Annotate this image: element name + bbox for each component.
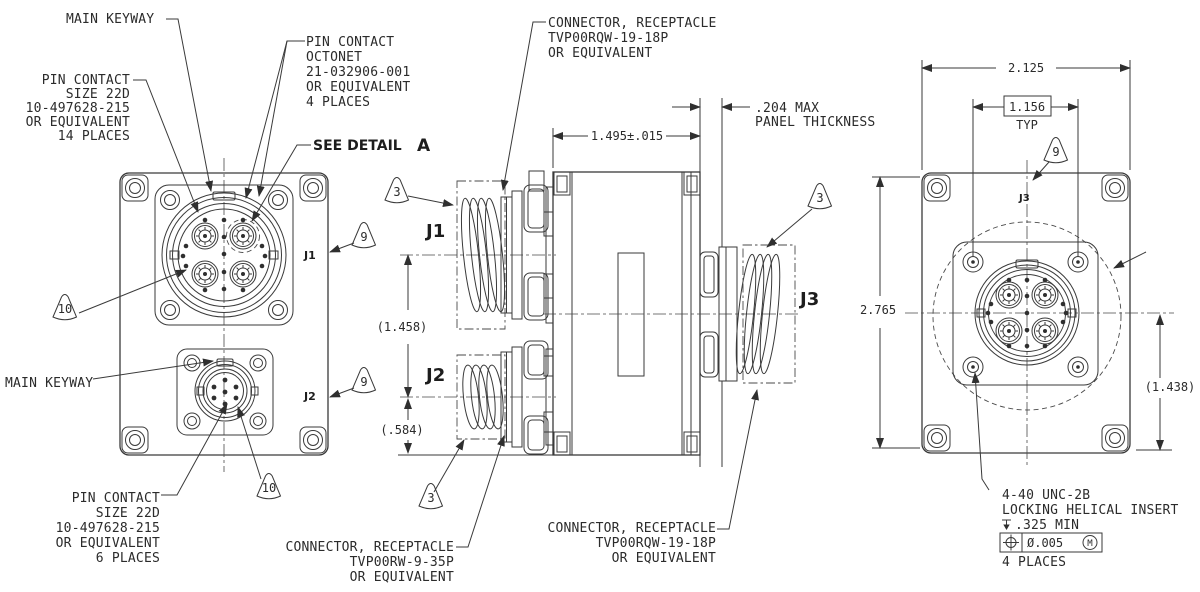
- svg-text:.325 MIN: .325 MIN: [1015, 518, 1079, 533]
- svg-text:4-40 UNC-2B: 4-40 UNC-2B: [1002, 488, 1090, 503]
- note-connector-bottom-left: CONNECTOR, RECEPTACLE TVP00RW-9-35P OR E…: [285, 540, 454, 585]
- dim-body-width: 1.495±.015: [591, 129, 663, 143]
- pin-contacts-14: [180, 217, 268, 293]
- svg-text:OR EQUIVALENT: OR EQUIVALENT: [26, 115, 130, 130]
- svg-text:3: 3: [393, 185, 400, 199]
- note-see-detail: SEE DETAIL: [313, 138, 402, 154]
- side-view: J1 J2 J3: [400, 98, 819, 467]
- basic-dim-box: [1003, 95, 1052, 117]
- dim-j1-j2: (1.458): [377, 320, 428, 334]
- svg-text:SIZE 22D: SIZE 22D: [96, 506, 160, 521]
- dim-bolt-spacing: 1.156: [1009, 100, 1045, 114]
- leaders: [78, 18, 1147, 548]
- dim-typ: TYP: [1016, 118, 1038, 132]
- note-main-keyway-bottom: MAIN KEYWAY: [5, 376, 93, 391]
- svg-text:CONNECTOR, RECEPTACLE: CONNECTOR, RECEPTACLE: [285, 540, 454, 555]
- balloon-9-j2: 9: [351, 367, 376, 394]
- annotations: MAIN KEYWAY PIN CONTACT SIZE 22D 10-4976…: [5, 12, 1179, 585]
- j3-keyway-tab: [1015, 259, 1039, 269]
- svg-text:10-497628-215: 10-497628-215: [56, 521, 160, 536]
- balloon-3-j2: 3: [418, 483, 443, 510]
- svg-text:SIZE 22D: SIZE 22D: [66, 87, 130, 102]
- mmc-symbol-icon: M: [1082, 535, 1098, 550]
- svg-text:PIN CONTACT: PIN CONTACT: [72, 491, 160, 506]
- note-pin-contact-14: PIN CONTACT SIZE 22D 10-497628-215 OR EQ…: [26, 73, 130, 144]
- fcf-tolerance: Ø.005: [1027, 536, 1063, 550]
- dim-panel-label: PANEL THICKNESS: [755, 115, 875, 130]
- label-j3-rear: J3: [1018, 193, 1030, 204]
- label-j2-front: J2: [303, 390, 316, 403]
- svg-text:PIN CONTACT: PIN CONTACT: [42, 73, 130, 88]
- balloon-9-j1: 9: [351, 222, 376, 249]
- balloon-3-j3: 3: [807, 183, 832, 210]
- dimensions: 1.495±.015 .204 MAX PANEL THICKNESS (1.4…: [377, 60, 1196, 456]
- svg-text:9: 9: [360, 230, 367, 244]
- svg-text:TVP00RQW-19-18P: TVP00RQW-19-18P: [596, 536, 716, 551]
- dim-panel-max: .204 MAX: [755, 101, 819, 116]
- note-locking-insert: 4-40 UNC-2B LOCKING HELICAL INSERT .325 …: [999, 488, 1179, 570]
- nameplate: [617, 252, 645, 377]
- svg-text:9: 9: [1052, 145, 1059, 159]
- clearance-circle: [932, 221, 1122, 411]
- balloon-3-j1: 3: [384, 177, 409, 204]
- svg-text:OR EQUIVALENT: OR EQUIVALENT: [306, 80, 410, 95]
- svg-text:14 PLACES: 14 PLACES: [58, 129, 130, 144]
- svg-text:3: 3: [427, 491, 434, 505]
- front-j2-connector: [176, 348, 274, 436]
- dim-overall-height: 2.765: [860, 303, 896, 317]
- side-j2-connector: [456, 340, 554, 455]
- note-main-keyway-top: MAIN KEYWAY: [66, 12, 154, 27]
- balloon-10-top: 10: [52, 294, 77, 321]
- rear-view: J3: [905, 160, 1174, 468]
- svg-text:9: 9: [360, 375, 367, 389]
- front-view: J1 J2: [119, 158, 329, 472]
- label-j1-front: J1: [303, 249, 316, 262]
- label-j3-side: J3: [798, 289, 819, 310]
- svg-text:21-032906-001: 21-032906-001: [306, 65, 410, 80]
- label-j2-side: J2: [424, 365, 445, 386]
- front-j1-connector: [154, 184, 294, 326]
- svg-text:4 PLACES: 4 PLACES: [306, 95, 370, 110]
- svg-text:OR EQUIVALENT: OR EQUIVALENT: [350, 570, 454, 585]
- svg-text:OR EQUIVALENT: OR EQUIVALENT: [612, 551, 716, 566]
- dim-j2-base: (.584): [380, 423, 423, 437]
- note-connector-bottom-right: CONNECTOR, RECEPTACLE TVP00RQW-19-18P OR…: [547, 521, 716, 566]
- svg-text:CONNECTOR, RECEPTACLE: CONNECTOR, RECEPTACLE: [547, 521, 716, 536]
- note-pin-contact-6: PIN CONTACT SIZE 22D 10-497628-215 OR EQ…: [56, 491, 160, 566]
- svg-text:10-497628-215: 10-497628-215: [26, 101, 130, 116]
- svg-text:OCTONET: OCTONET: [306, 50, 362, 65]
- svg-text:10: 10: [262, 481, 276, 495]
- svg-text:M: M: [1087, 539, 1093, 549]
- label-j1-side: J1: [424, 221, 445, 242]
- position-symbol-icon: [1003, 534, 1019, 551]
- balloon-10-bottom: 10: [256, 473, 281, 500]
- pin-contacts-6: [211, 377, 239, 407]
- svg-text:3: 3: [816, 191, 823, 205]
- dim-center-base: (1.438): [1145, 380, 1196, 394]
- svg-text:LOCKING HELICAL INSERT: LOCKING HELICAL INSERT: [1002, 503, 1179, 518]
- side-j1-connector: [456, 170, 554, 330]
- note-connector-top: CONNECTOR, RECEPTACLE TVP00RQW-19-18P OR…: [548, 16, 717, 61]
- rear-pin-contacts: [985, 277, 1069, 349]
- svg-text:4 PLACES: 4 PLACES: [1002, 555, 1066, 570]
- svg-text:6 PLACES: 6 PLACES: [96, 551, 160, 566]
- svg-text:OR EQUIVALENT: OR EQUIVALENT: [548, 46, 652, 61]
- dim-overall-width: 2.125: [1008, 61, 1044, 75]
- note-pin-contact-octonet: PIN CONTACT OCTONET 21-032906-001 OR EQU…: [306, 35, 410, 110]
- balloons: 9 9 10 10 3 3 3 9: [52, 137, 1068, 510]
- svg-text:CONNECTOR, RECEPTACLE: CONNECTOR, RECEPTACLE: [548, 16, 717, 31]
- j2-keyway-tab: [216, 358, 234, 367]
- main-keyway-tab: [212, 191, 236, 201]
- detail-letter: A: [417, 136, 431, 156]
- svg-text:PIN CONTACT: PIN CONTACT: [306, 35, 394, 50]
- svg-text:TVP00RQW-19-18P: TVP00RQW-19-18P: [548, 31, 668, 46]
- svg-text:10: 10: [58, 302, 72, 316]
- feature-control-frame: Ø.005 M: [999, 532, 1103, 553]
- svg-text:OR EQUIVALENT: OR EQUIVALENT: [56, 536, 160, 551]
- svg-text:TVP00RW-9-35P: TVP00RW-9-35P: [350, 555, 454, 570]
- depth-symbol-icon: [1002, 519, 1011, 530]
- balloon-9-rear: 9: [1043, 137, 1068, 164]
